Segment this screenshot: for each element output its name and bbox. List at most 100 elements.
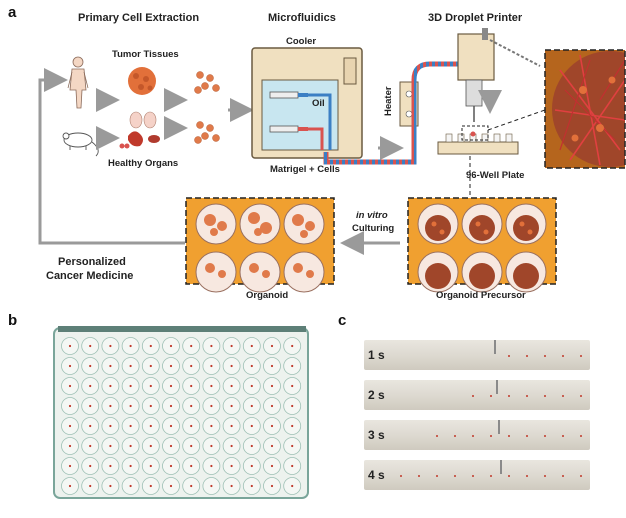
strip-droplet	[526, 395, 528, 397]
organoid-precursor-grid	[407, 197, 557, 293]
mouse-icon	[62, 132, 99, 157]
droplet	[129, 444, 132, 448]
droplet	[270, 464, 274, 468]
droplet	[149, 484, 152, 488]
droplet	[149, 364, 152, 368]
frame-strip-4: 4 s	[364, 460, 590, 490]
droplet	[109, 444, 112, 448]
droplet	[68, 364, 72, 368]
droplet	[210, 344, 213, 348]
strip-droplet	[472, 395, 474, 397]
nozzle	[494, 340, 496, 354]
strip-droplet	[454, 435, 456, 437]
droplet	[210, 484, 213, 488]
droplet	[149, 384, 152, 388]
droplet	[250, 404, 253, 408]
droplet	[89, 424, 92, 428]
printer-head	[457, 28, 541, 122]
droplet	[270, 484, 274, 488]
droplet	[270, 424, 274, 428]
droplet	[210, 464, 213, 468]
droplet	[230, 364, 233, 368]
droplet	[190, 384, 193, 388]
strip-droplet	[580, 475, 582, 477]
strip-droplet	[436, 435, 438, 437]
droplet	[149, 344, 152, 348]
cooler-box	[251, 47, 363, 159]
droplet	[89, 364, 92, 368]
droplet	[109, 424, 112, 428]
tubing	[323, 140, 417, 165]
human-icon	[67, 56, 89, 109]
panel-c-letter: c	[338, 312, 347, 329]
droplet	[68, 384, 72, 388]
droplet	[89, 464, 92, 468]
strip-droplet	[562, 395, 564, 397]
droplet	[210, 444, 213, 448]
printer-title: 3D Droplet Printer	[428, 12, 523, 24]
droplet	[230, 424, 233, 428]
primary-cell-extraction-title: Primary Cell Extraction	[78, 12, 200, 24]
droplet	[291, 444, 294, 448]
droplet	[169, 404, 173, 408]
frame-label-1: 1 s	[368, 348, 385, 362]
strip-droplet	[508, 355, 510, 357]
droplet	[270, 344, 274, 348]
matrigel-cells-label: Matrigel + Cells	[270, 164, 340, 175]
droplet	[210, 364, 213, 368]
oil-label: Oil	[312, 98, 325, 109]
panel-a-letter: a	[8, 4, 17, 21]
droplet	[210, 424, 213, 428]
droplet	[109, 384, 112, 388]
droplet	[89, 404, 92, 408]
strip-droplet	[436, 475, 438, 477]
droplet	[250, 344, 253, 348]
droplet	[129, 424, 132, 428]
droplet	[129, 344, 132, 348]
droplet	[250, 484, 253, 488]
strip-droplet	[562, 475, 564, 477]
tumor-tissue-icon	[128, 67, 156, 95]
strip-droplet	[544, 395, 546, 397]
droplet	[190, 424, 193, 428]
droplet	[291, 484, 294, 488]
droplet	[89, 344, 92, 348]
droplet	[230, 344, 233, 348]
heater-label: Heater	[383, 86, 394, 116]
droplet	[169, 344, 173, 348]
frame-label-3: 3 s	[368, 428, 385, 442]
strip-droplet	[580, 355, 582, 357]
droplet	[109, 464, 112, 468]
frame-strip-3: 3 s	[364, 420, 590, 450]
droplet	[291, 424, 294, 428]
strip-droplet	[508, 435, 510, 437]
droplet	[68, 484, 72, 488]
droplet	[270, 404, 274, 408]
strip-droplet	[562, 355, 564, 357]
in-vitro-label: in vitro	[356, 210, 388, 221]
organoid-label: Organoid	[246, 290, 289, 301]
feedback-arrow	[38, 68, 185, 245]
droplet	[270, 364, 274, 368]
droplet	[190, 484, 193, 488]
droplet	[68, 344, 72, 348]
strip-droplet	[526, 355, 528, 357]
droplet	[129, 364, 132, 368]
strip-droplet	[454, 475, 456, 477]
organs-icon	[119, 111, 160, 149]
droplet	[291, 384, 294, 388]
droplet	[68, 444, 72, 448]
strip-droplet	[508, 395, 510, 397]
workflow-diagram	[38, 28, 626, 293]
droplet	[230, 444, 233, 448]
droplet	[129, 464, 132, 468]
droplet	[129, 384, 132, 388]
droplet	[250, 464, 253, 468]
strip-droplet	[580, 395, 582, 397]
droplet	[89, 444, 92, 448]
droplet	[169, 364, 173, 368]
droplet	[291, 464, 294, 468]
plate-photo	[53, 326, 309, 499]
organoid-precursor-label: Organoid Precursor	[436, 290, 526, 301]
droplet	[89, 384, 92, 388]
